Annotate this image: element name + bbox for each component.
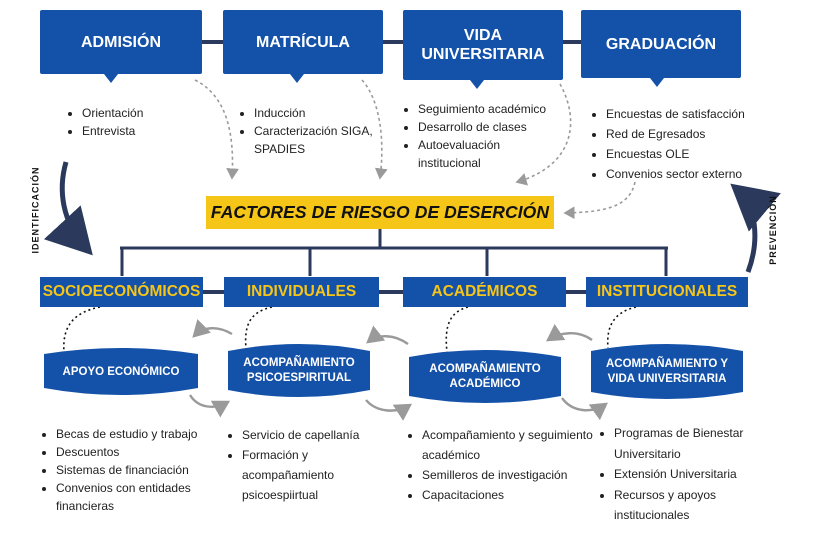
stage-graduacion: GRADUACIÓN bbox=[581, 10, 741, 78]
category-label: INDIVIDUALES bbox=[246, 283, 357, 300]
list-item: Red de Egresados bbox=[606, 124, 786, 144]
list-item: Inducción bbox=[254, 104, 384, 122]
list-item: Sistemas de financiación bbox=[56, 461, 236, 479]
support-apoyo-economico: APOYO ECONÓMICO bbox=[40, 348, 202, 396]
title-text: FACTORES DE RIESGO DE DESERCIÓN bbox=[210, 202, 550, 222]
support-label: ACOMPAÑAMIENTO ACADÉMICO bbox=[429, 363, 541, 390]
stage-label: GRADUACIÓN bbox=[605, 35, 717, 53]
category-label: INSTITUCIONALES bbox=[596, 283, 738, 300]
list-item: Autoevaluación institucional bbox=[418, 136, 563, 172]
list-item: Formación y acompañamiento psicoespiirtu… bbox=[242, 445, 392, 505]
category-socioeconomicos: SOCIOECONÓMICOS bbox=[40, 277, 203, 307]
support-acompanamiento-academico: ACOMPAÑAMIENTO ACADÉMICO bbox=[405, 350, 565, 404]
stage-admision: ADMISIÓN bbox=[40, 10, 202, 74]
category-institucionales: INSTITUCIONALES bbox=[586, 277, 748, 307]
list-item: Entrevista bbox=[82, 122, 212, 140]
list-item: Caracterización SIGA, SPADIES bbox=[254, 122, 384, 158]
list-item: Encuestas de satisfacción bbox=[606, 104, 786, 124]
support-bullets-economico: Becas de estudio y trabajo Descuentos Si… bbox=[42, 425, 236, 515]
list-item: Desarrollo de clases bbox=[418, 118, 563, 136]
list-item: Capacitaciones bbox=[422, 485, 602, 505]
list-item: Programas de Bienestar Universitario bbox=[614, 423, 784, 464]
list-item: Encuestas OLE bbox=[606, 144, 786, 164]
page-title: FACTORES DE RIESGO DE DESERCIÓN bbox=[206, 196, 554, 229]
support-acompanamiento-psicoespiritual: ACOMPAÑAMIENTO PSICOESPIRITUAL bbox=[224, 344, 374, 398]
stage-label: VIDA UNIVERSITARIA bbox=[421, 27, 545, 63]
support-acompanamiento-vida-universitaria: ACOMPAÑAMIENTO Y VIDA UNIVERSITARIA bbox=[587, 344, 747, 400]
support-shape bbox=[228, 344, 370, 397]
stage-notch bbox=[290, 74, 304, 83]
category-label: ACADÉMICOS bbox=[431, 283, 538, 300]
list-item: Becas de estudio y trabajo bbox=[56, 425, 236, 443]
stage-bullets-vida: Seguimiento académico Desarrollo de clas… bbox=[404, 100, 563, 172]
list-item: Semilleros de investigación bbox=[422, 465, 602, 485]
category-academicos: ACADÉMICOS bbox=[403, 277, 566, 307]
stage-matricula: MATRÍCULA bbox=[223, 10, 383, 74]
stage-notch bbox=[104, 74, 118, 83]
stage-label: MATRÍCULA bbox=[256, 33, 350, 51]
support-label: APOYO ECONÓMICO bbox=[62, 365, 180, 378]
stage-notch bbox=[650, 78, 664, 87]
list-item: Convenios con entidades financieras bbox=[56, 479, 236, 515]
list-item: Servicio de capellanía bbox=[242, 425, 392, 445]
category-individuales: INDIVIDUALES bbox=[224, 277, 379, 307]
stage-bullets-admision: Orientación Entrevista bbox=[68, 104, 212, 140]
support-label: ACOMPAÑAMIENTO Y VIDA UNIVERSITARIA bbox=[605, 358, 729, 385]
list-item: Descuentos bbox=[56, 443, 236, 461]
support-shape bbox=[409, 350, 561, 403]
stage-bullets-matricula: Inducción Caracterización SIGA, SPADIES bbox=[240, 104, 384, 158]
list-item: Acompañamiento y seguimiento académico bbox=[422, 425, 602, 465]
support-label: ACOMPAÑAMIENTO PSICOESPIRITUAL bbox=[243, 357, 355, 384]
list-item: Extensión Universitaria bbox=[614, 464, 784, 485]
support-shape bbox=[591, 344, 743, 399]
list-item: Seguimiento académico bbox=[418, 100, 563, 118]
list-item: Recursos y apoyos institucionales bbox=[614, 485, 784, 526]
list-item: Convenios sector externo bbox=[606, 164, 786, 184]
stage-bullets-graduacion: Encuestas de satisfacción Red de Egresad… bbox=[592, 104, 786, 184]
support-shape bbox=[44, 348, 198, 395]
stage-notch bbox=[470, 80, 484, 89]
prevencion-label: PREVENCIÓN bbox=[767, 195, 778, 265]
category-label: SOCIOECONÓMICOS bbox=[42, 283, 201, 300]
identificacion-label: IDENTIFICACIÓN bbox=[30, 166, 41, 254]
support-bullets-vida-universitaria: Programas de Bienestar Universitario Ext… bbox=[600, 423, 784, 526]
list-item: Orientación bbox=[82, 104, 212, 122]
stage-label: ADMISIÓN bbox=[81, 33, 161, 51]
support-bullets-academico: Acompañamiento y seguimiento académico S… bbox=[408, 425, 602, 505]
stage-vida-universitaria: VIDA UNIVERSITARIA bbox=[403, 10, 563, 80]
support-bullets-psicoespiritual: Servicio de capellanía Formación y acomp… bbox=[228, 425, 392, 505]
